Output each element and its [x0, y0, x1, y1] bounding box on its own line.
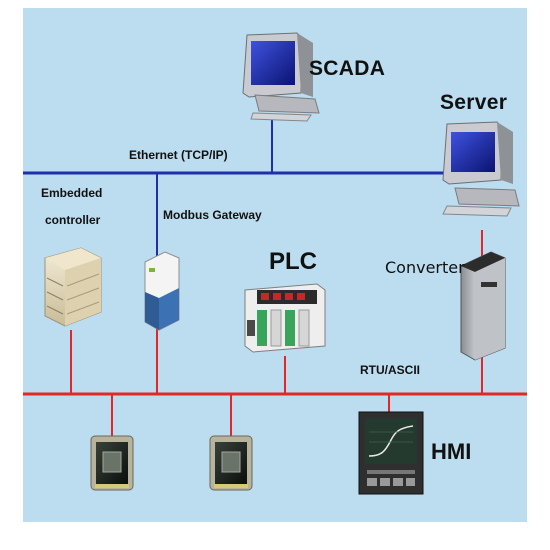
server-label: Server [440, 91, 508, 114]
embedded-controller-label-line2: controller [45, 213, 101, 227]
io-module-icon [209, 435, 253, 491]
plc-label: PLC [269, 248, 317, 275]
ethernet-label: Ethernet (TCP/IP) [129, 148, 228, 162]
scada-label: SCADA [309, 57, 386, 80]
io-module-icon [90, 435, 134, 491]
hmi-label: HMI [431, 439, 472, 464]
modbus-gateway-label: Modbus Gateway [163, 208, 262, 222]
embedded-controller-icon [44, 247, 102, 327]
server-icon [442, 121, 520, 217]
hmi-icon [358, 411, 424, 495]
plc-icon [244, 283, 326, 353]
rtu-ascii-label: RTU/ASCII [360, 363, 420, 377]
modbus-gateway-icon [144, 251, 180, 331]
network-diagram: SCADA Server Ethernet (TCP/IP) Embedded … [23, 8, 527, 522]
embedded-controller-label-line1: Embedded [41, 186, 103, 200]
diagram-canvas [23, 8, 527, 522]
converter-icon [460, 251, 506, 361]
computer-icon [242, 32, 320, 122]
converter-label: Converter [385, 258, 465, 277]
